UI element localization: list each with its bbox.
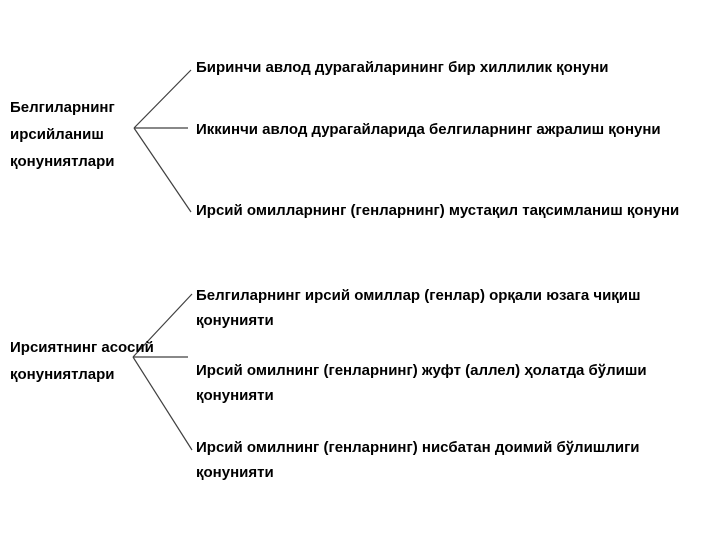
leaf-item-gene-constancy-law: Ирсий омилнинг (генларнинг) нисбатан дои… <box>196 439 640 481</box>
branch-line-top-1 <box>133 69 192 129</box>
root-label-basic-laws-of-heredity: Ирсиятнинг асосий қонуниятлари <box>10 339 154 383</box>
root-label-inheritance-of-traits: Белгиларнинг ирсийланиш қонуниятлари <box>10 99 115 170</box>
leaf-item-paired-allele-state-law: Ирсий омилнинг (генларнинг) жуфт (аллел)… <box>196 362 647 404</box>
branch-line-bottom-1 <box>132 293 193 358</box>
branch-line-top-3 <box>133 127 192 213</box>
leaf-item-segregation-law: Иккинчи авлод дурагайларида белгиларнинг… <box>196 121 661 138</box>
leaf-item-independent-assortment-law: Ирсий омилларнинг (генларнинг) мустақил … <box>196 202 680 219</box>
leaf-item-traits-via-genes-law: Белгиларнинг ирсий омиллар (генлар) орқа… <box>196 287 641 329</box>
branch-line-bottom-3 <box>132 356 193 451</box>
leaf-item-uniformity-law: Биринчи авлод дурагайларининг бир хиллил… <box>196 59 609 76</box>
